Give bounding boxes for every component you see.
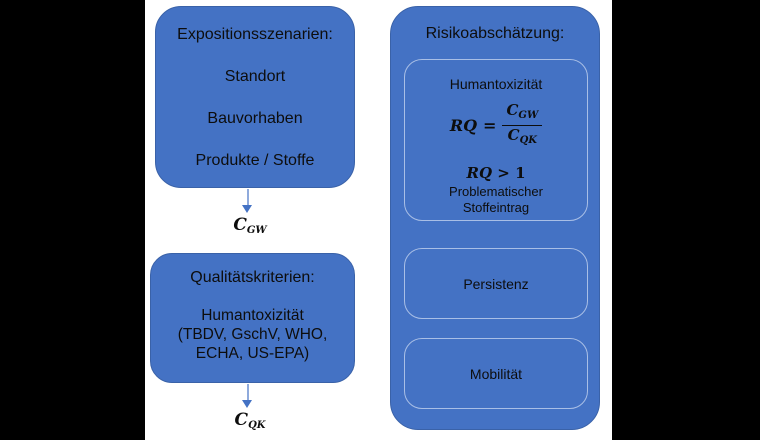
qualitaetskriterien-title: Qualitätskriterien: xyxy=(190,269,315,286)
cqk-subscript: QK xyxy=(248,420,266,431)
arrow-line-cqk xyxy=(247,384,249,401)
fraction-numerator: CGW xyxy=(502,101,543,126)
condition-operator: > xyxy=(497,164,510,182)
persistenz-card: Persistenz xyxy=(404,248,588,319)
mobilitaet-card: Mobilität xyxy=(404,338,588,409)
numerator-subscript: GW xyxy=(518,110,539,121)
numerator-base: C xyxy=(506,101,519,119)
condition-note-line-2: Stoffeintrag xyxy=(462,200,530,215)
expositionsszenarien-title: Expositionsszenarien: xyxy=(177,26,333,43)
denominator-base: C xyxy=(507,126,520,144)
expositionsszenarien-box: Expositionsszenarien: Standort Bauvorhab… xyxy=(155,6,355,188)
quality-line-sources-2: ECHA, US-EPA) xyxy=(195,345,310,362)
risikoabschaetzung-box: Risikoabschätzung: Humantoxizität RQ = C… xyxy=(390,6,600,430)
cgw-label: CGW xyxy=(205,215,295,236)
formula-fraction: CGW CQK xyxy=(502,101,543,149)
scenario-item-produkte-stoffe: Produkte / Stoffe xyxy=(195,152,315,169)
arrow-line-cgw xyxy=(247,189,249,206)
condition-lhs: RQ xyxy=(466,164,493,182)
persistenz-card-title: Persistenz xyxy=(463,275,529,292)
fraction-denominator: CQK xyxy=(508,126,537,149)
arrow-down-icon xyxy=(242,400,252,408)
cqk-label: CQK xyxy=(205,410,295,431)
cqk-base: C xyxy=(234,410,249,430)
formula-equals: = xyxy=(483,116,497,135)
denominator-subscript: QK xyxy=(519,135,537,146)
arrow-down-icon xyxy=(242,205,252,213)
scenario-item-standort: Standort xyxy=(224,68,286,85)
cgw-base: C xyxy=(233,215,247,235)
formula-lhs: RQ xyxy=(449,116,478,135)
rq-formula: RQ = CGW CQK xyxy=(405,102,587,149)
condition-note-line-1: Problematischer xyxy=(449,184,543,199)
cgw-subscript: GW xyxy=(246,225,267,236)
mobilitaet-card-title: Mobilität xyxy=(469,365,523,382)
rq-condition: RQ > 1 xyxy=(405,164,587,182)
condition-value: 1 xyxy=(515,164,526,182)
humantoxizitaet-card-title: Humantoxizität xyxy=(449,76,543,92)
humantoxizitaet-card: Humantoxizität RQ = CGW CQK RQ > 1 Probl… xyxy=(404,59,588,221)
scenario-item-bauvorhaben: Bauvorhaben xyxy=(207,110,303,127)
quality-line-humantoxizitaet: Humantoxizität xyxy=(201,307,304,324)
qualitaetskriterien-box: Qualitätskriterien: Humantoxizität (TBDV… xyxy=(150,253,355,383)
risikoabschaetzung-title: Risikoabschätzung: xyxy=(425,25,565,42)
quality-line-sources-1: (TBDV, GschV, WHO, xyxy=(177,326,328,343)
